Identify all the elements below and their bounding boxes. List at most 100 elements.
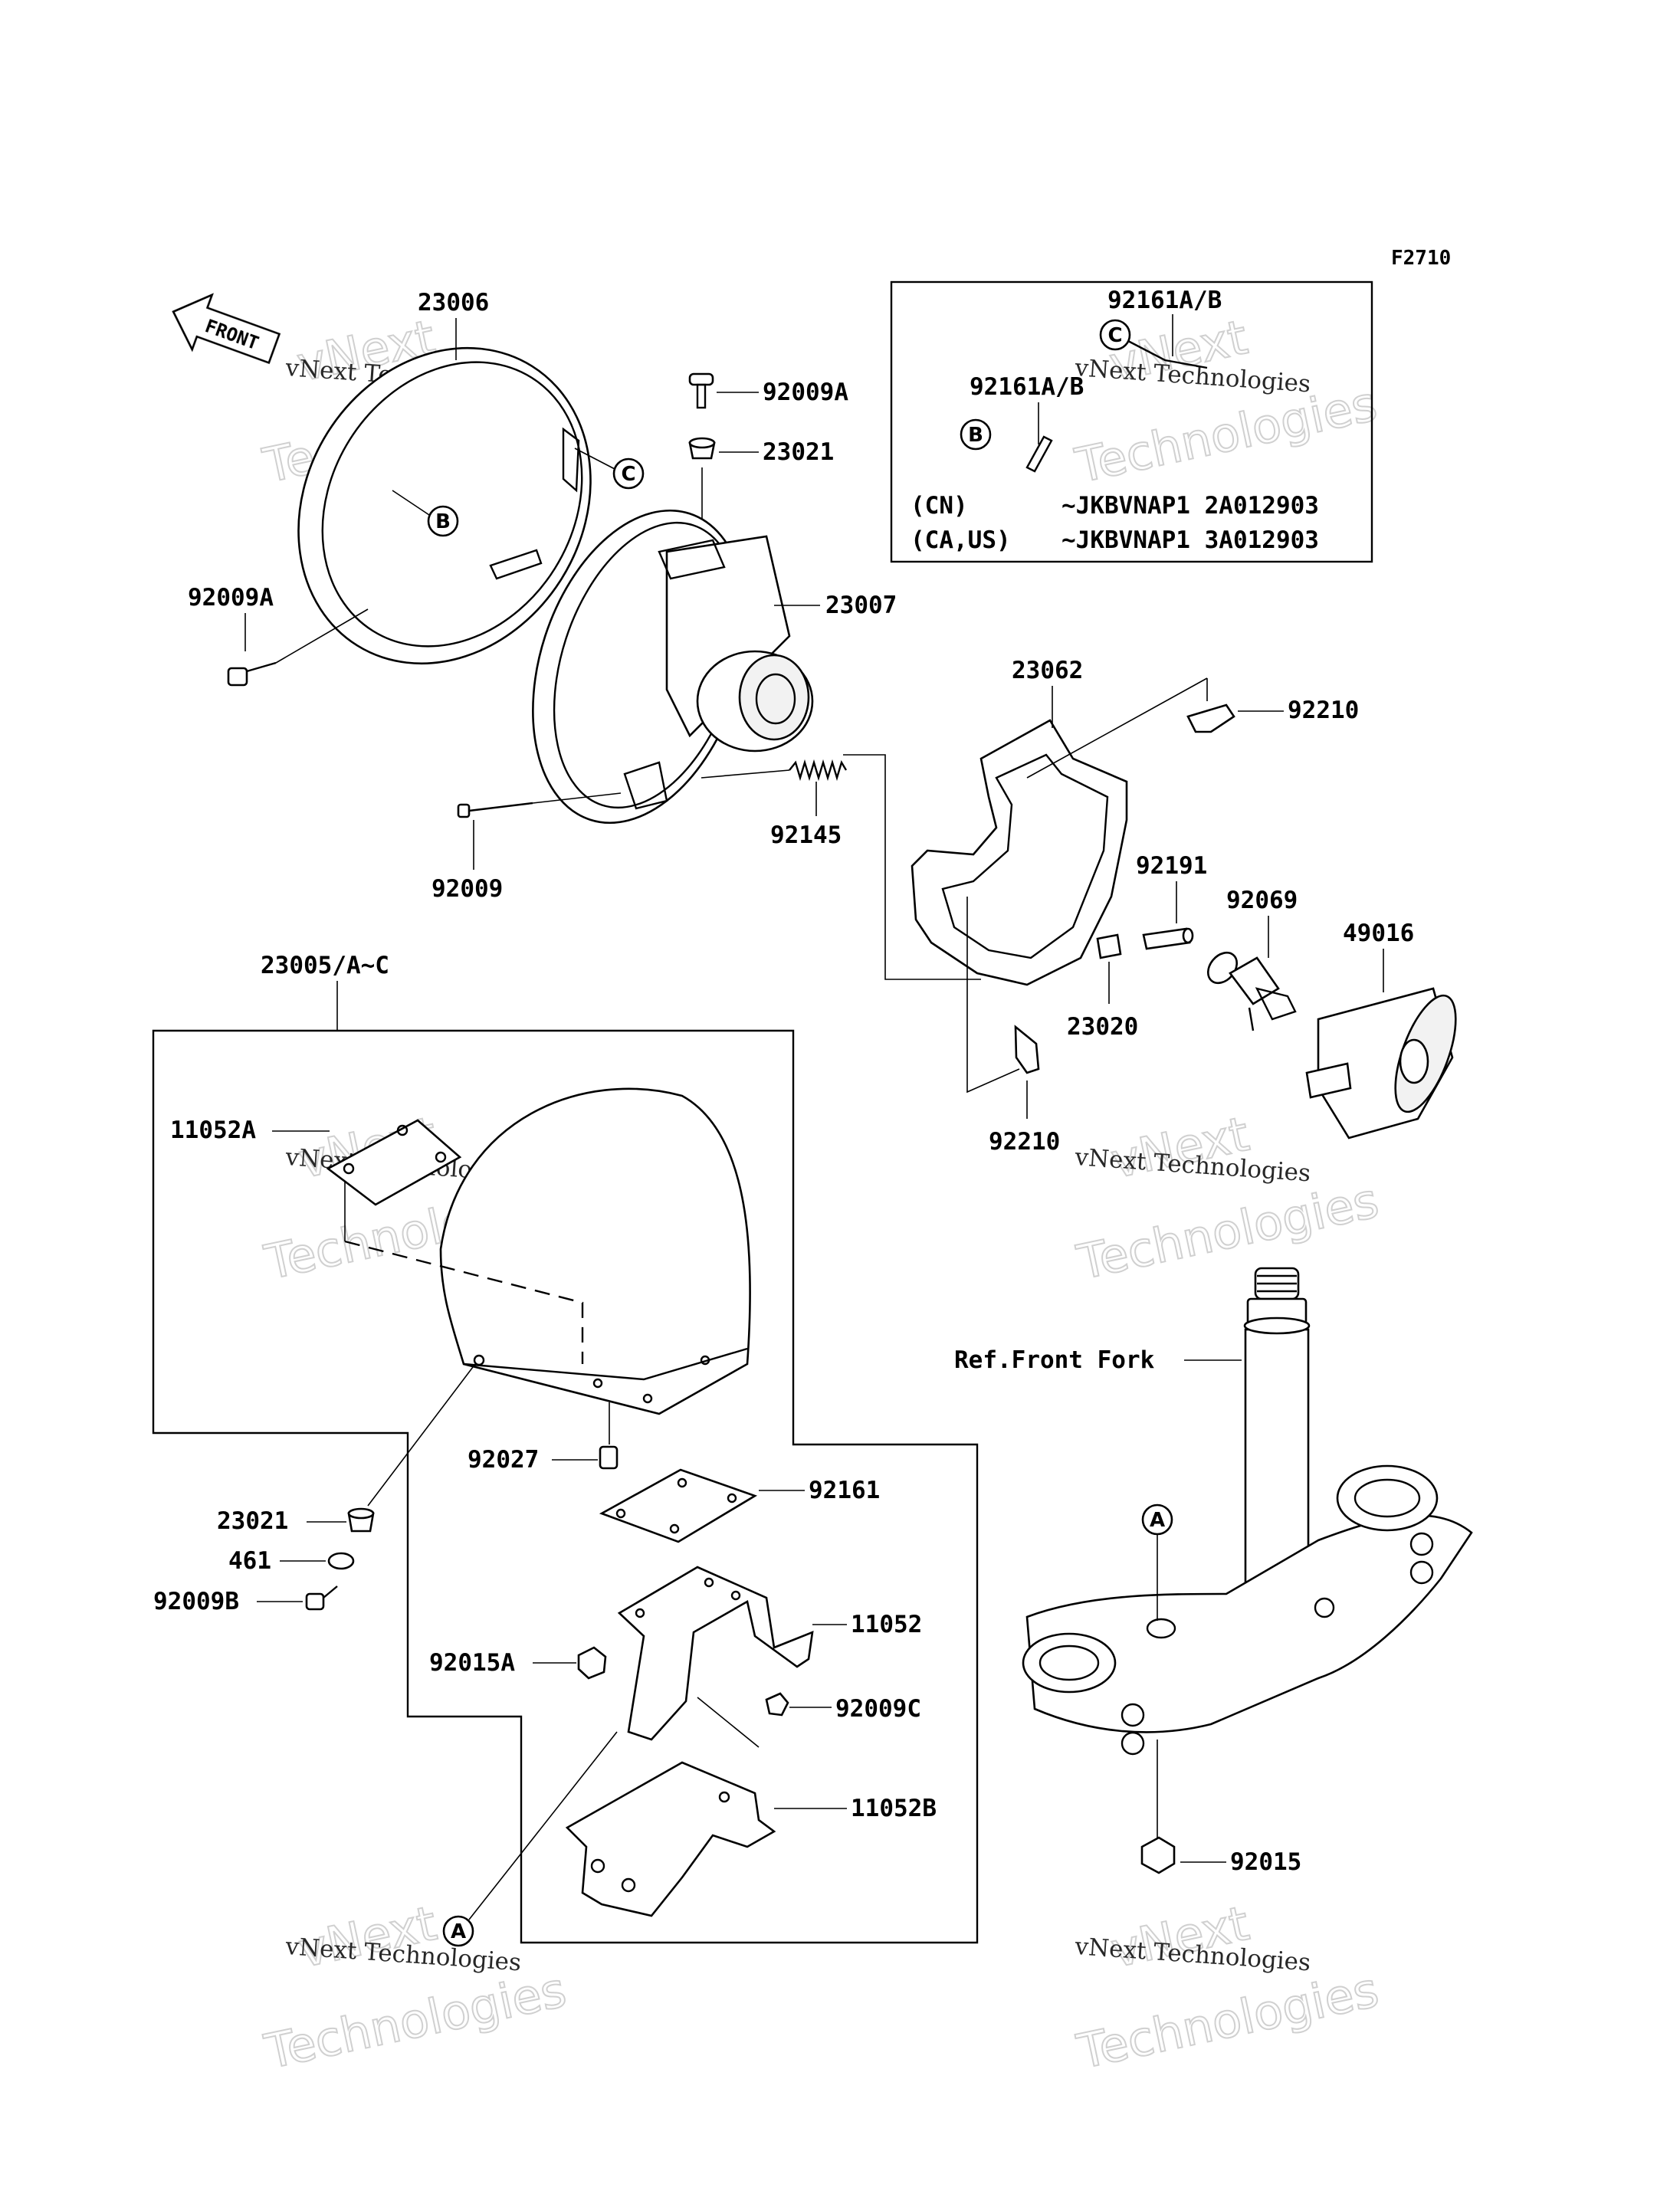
leader-line: [367, 1363, 476, 1507]
spring-92145: [789, 759, 848, 782]
label-92009: 92009: [431, 875, 503, 903]
lower-triple-clamp: [1025, 1514, 1473, 1733]
label-92027: 92027: [468, 1446, 539, 1474]
pin-92191: [1142, 927, 1194, 950]
label-92145: 92145: [770, 821, 842, 849]
callout-c-letter: C: [621, 463, 635, 486]
label-11052: 11052: [851, 1611, 922, 1638]
unit-top-bracket: [658, 539, 726, 580]
label-92009B: 92009B: [153, 1588, 239, 1615]
label-92210-bottom: 92210: [989, 1128, 1060, 1156]
bulb-92069: [1206, 951, 1297, 1031]
headlight-rim-23006: B C: [297, 346, 645, 665]
callout-b-inset: [960, 418, 992, 451]
callout-b: [427, 505, 459, 537]
callout-c-inset-letter: C: [1107, 324, 1122, 347]
inset-clip-c: [1127, 339, 1208, 369]
inset-box: 92161A/B C 92161A/B B (CN) ~JKBVNAP1 2A0…: [890, 280, 1373, 563]
label-461: 461: [228, 1547, 271, 1575]
label-23021-bottom: 23021: [217, 1507, 288, 1535]
inset-region-ca-us: (CA,US): [911, 526, 1011, 554]
bracket-11052: [617, 1566, 814, 1741]
screw-92009A-left: [227, 661, 277, 687]
inset-region-cn: (CN): [911, 492, 968, 520]
leader-line: [392, 490, 430, 516]
label-92161: 92161: [809, 1477, 880, 1504]
leader-line: [468, 1731, 618, 1920]
inset-part-label-top: 92161A/B: [1107, 287, 1222, 314]
label-92009A-left: 92009A: [188, 584, 274, 612]
callout-c-inset: [1099, 319, 1131, 351]
nut-92015: [1140, 1836, 1176, 1874]
inset-serial-cn: ~JKBVNAP1 2A012903: [1061, 492, 1319, 520]
nut-92015A: [577, 1646, 607, 1680]
label-92009C: 92009C: [835, 1695, 921, 1723]
screw-92009: [457, 802, 533, 818]
callout-b-letter: B: [435, 510, 451, 533]
label-23006: 23006: [418, 289, 489, 316]
label-11052B: 11052B: [851, 1795, 937, 1822]
leader-line: [701, 769, 790, 779]
fork-clamp-right: [1336, 1464, 1439, 1532]
shell-hidden-edge: [344, 1240, 584, 1364]
callout-c: [612, 457, 645, 490]
steering-stem: [1022, 1267, 1473, 1756]
bracket-11052A: [326, 1119, 462, 1206]
label-23062: 23062: [1012, 657, 1083, 684]
inset-part-label-mid: 92161A/B: [970, 373, 1084, 401]
callout-a-right-letter: A: [1150, 1509, 1165, 1532]
label-92015A: 92015A: [429, 1649, 515, 1677]
front-arrow-shape: [172, 293, 281, 365]
rim-clip: [489, 549, 543, 580]
label-92069: 92069: [1226, 887, 1298, 914]
washer-461: [327, 1552, 355, 1570]
rim-tab: [562, 427, 580, 493]
label-23020: 23020: [1067, 1013, 1138, 1041]
watermark-large: Technologies: [1071, 375, 1382, 494]
unit-adjuster: [623, 761, 668, 810]
clip-92210-bottom: [1014, 1025, 1040, 1074]
figure-code: F2710: [1391, 247, 1451, 270]
plate-92161: [599, 1468, 758, 1543]
label-92009A-top: 92009A: [763, 379, 848, 406]
grommet-23021-bottom: [347, 1507, 375, 1533]
watermark-large: Technologies: [1072, 1172, 1383, 1290]
label-49016: 49016: [1343, 920, 1414, 947]
leader-line: [574, 448, 615, 470]
label-23007: 23007: [825, 592, 897, 619]
clip-92210-top: [1186, 703, 1235, 733]
callout-a-left: [442, 1915, 474, 1947]
leader-line: [1026, 677, 1208, 779]
label-92191: 92191: [1136, 852, 1207, 880]
watermark-large: Technologies: [260, 1962, 571, 2080]
screw-92009B: [305, 1585, 338, 1611]
callout-b-inset-letter: B: [968, 424, 983, 447]
housing-23062: [911, 719, 1128, 986]
leader-line: [697, 1697, 760, 1748]
callout-a-right: [1141, 1503, 1173, 1536]
callout-a-left-letter: A: [451, 1920, 466, 1943]
bolt-92009C: [765, 1692, 789, 1717]
inset-clip-b: [1025, 435, 1053, 473]
leader-line: [843, 754, 981, 980]
collar-92027: [599, 1445, 619, 1470]
headlight-unit-23007: [532, 509, 814, 825]
screw-92009A-top: [688, 372, 714, 409]
inset-serial-ca-us: ~JKBVNAP1 3A012903: [1061, 526, 1319, 554]
front-arrow: FRONT: [172, 293, 281, 365]
label-23005: 23005/A~C: [261, 952, 389, 979]
cap-49016: [1305, 987, 1457, 1139]
label-11052A: 11052A: [170, 1117, 256, 1144]
watermark-large: Technologies: [1072, 1962, 1383, 2080]
grommet-23021-top: [688, 437, 716, 460]
label-92210-top: 92210: [1288, 697, 1359, 724]
label-92015: 92015: [1230, 1848, 1301, 1876]
inset-frame: [890, 280, 1373, 563]
headlight-shell-23005: [344, 1087, 751, 1415]
leader-line: [532, 792, 622, 804]
label-23021-top: 23021: [763, 438, 834, 466]
leader-line: [966, 897, 1020, 1094]
label-ref-front-fork: Ref.Front Fork: [954, 1346, 1155, 1374]
socket-23020: [1096, 933, 1122, 959]
